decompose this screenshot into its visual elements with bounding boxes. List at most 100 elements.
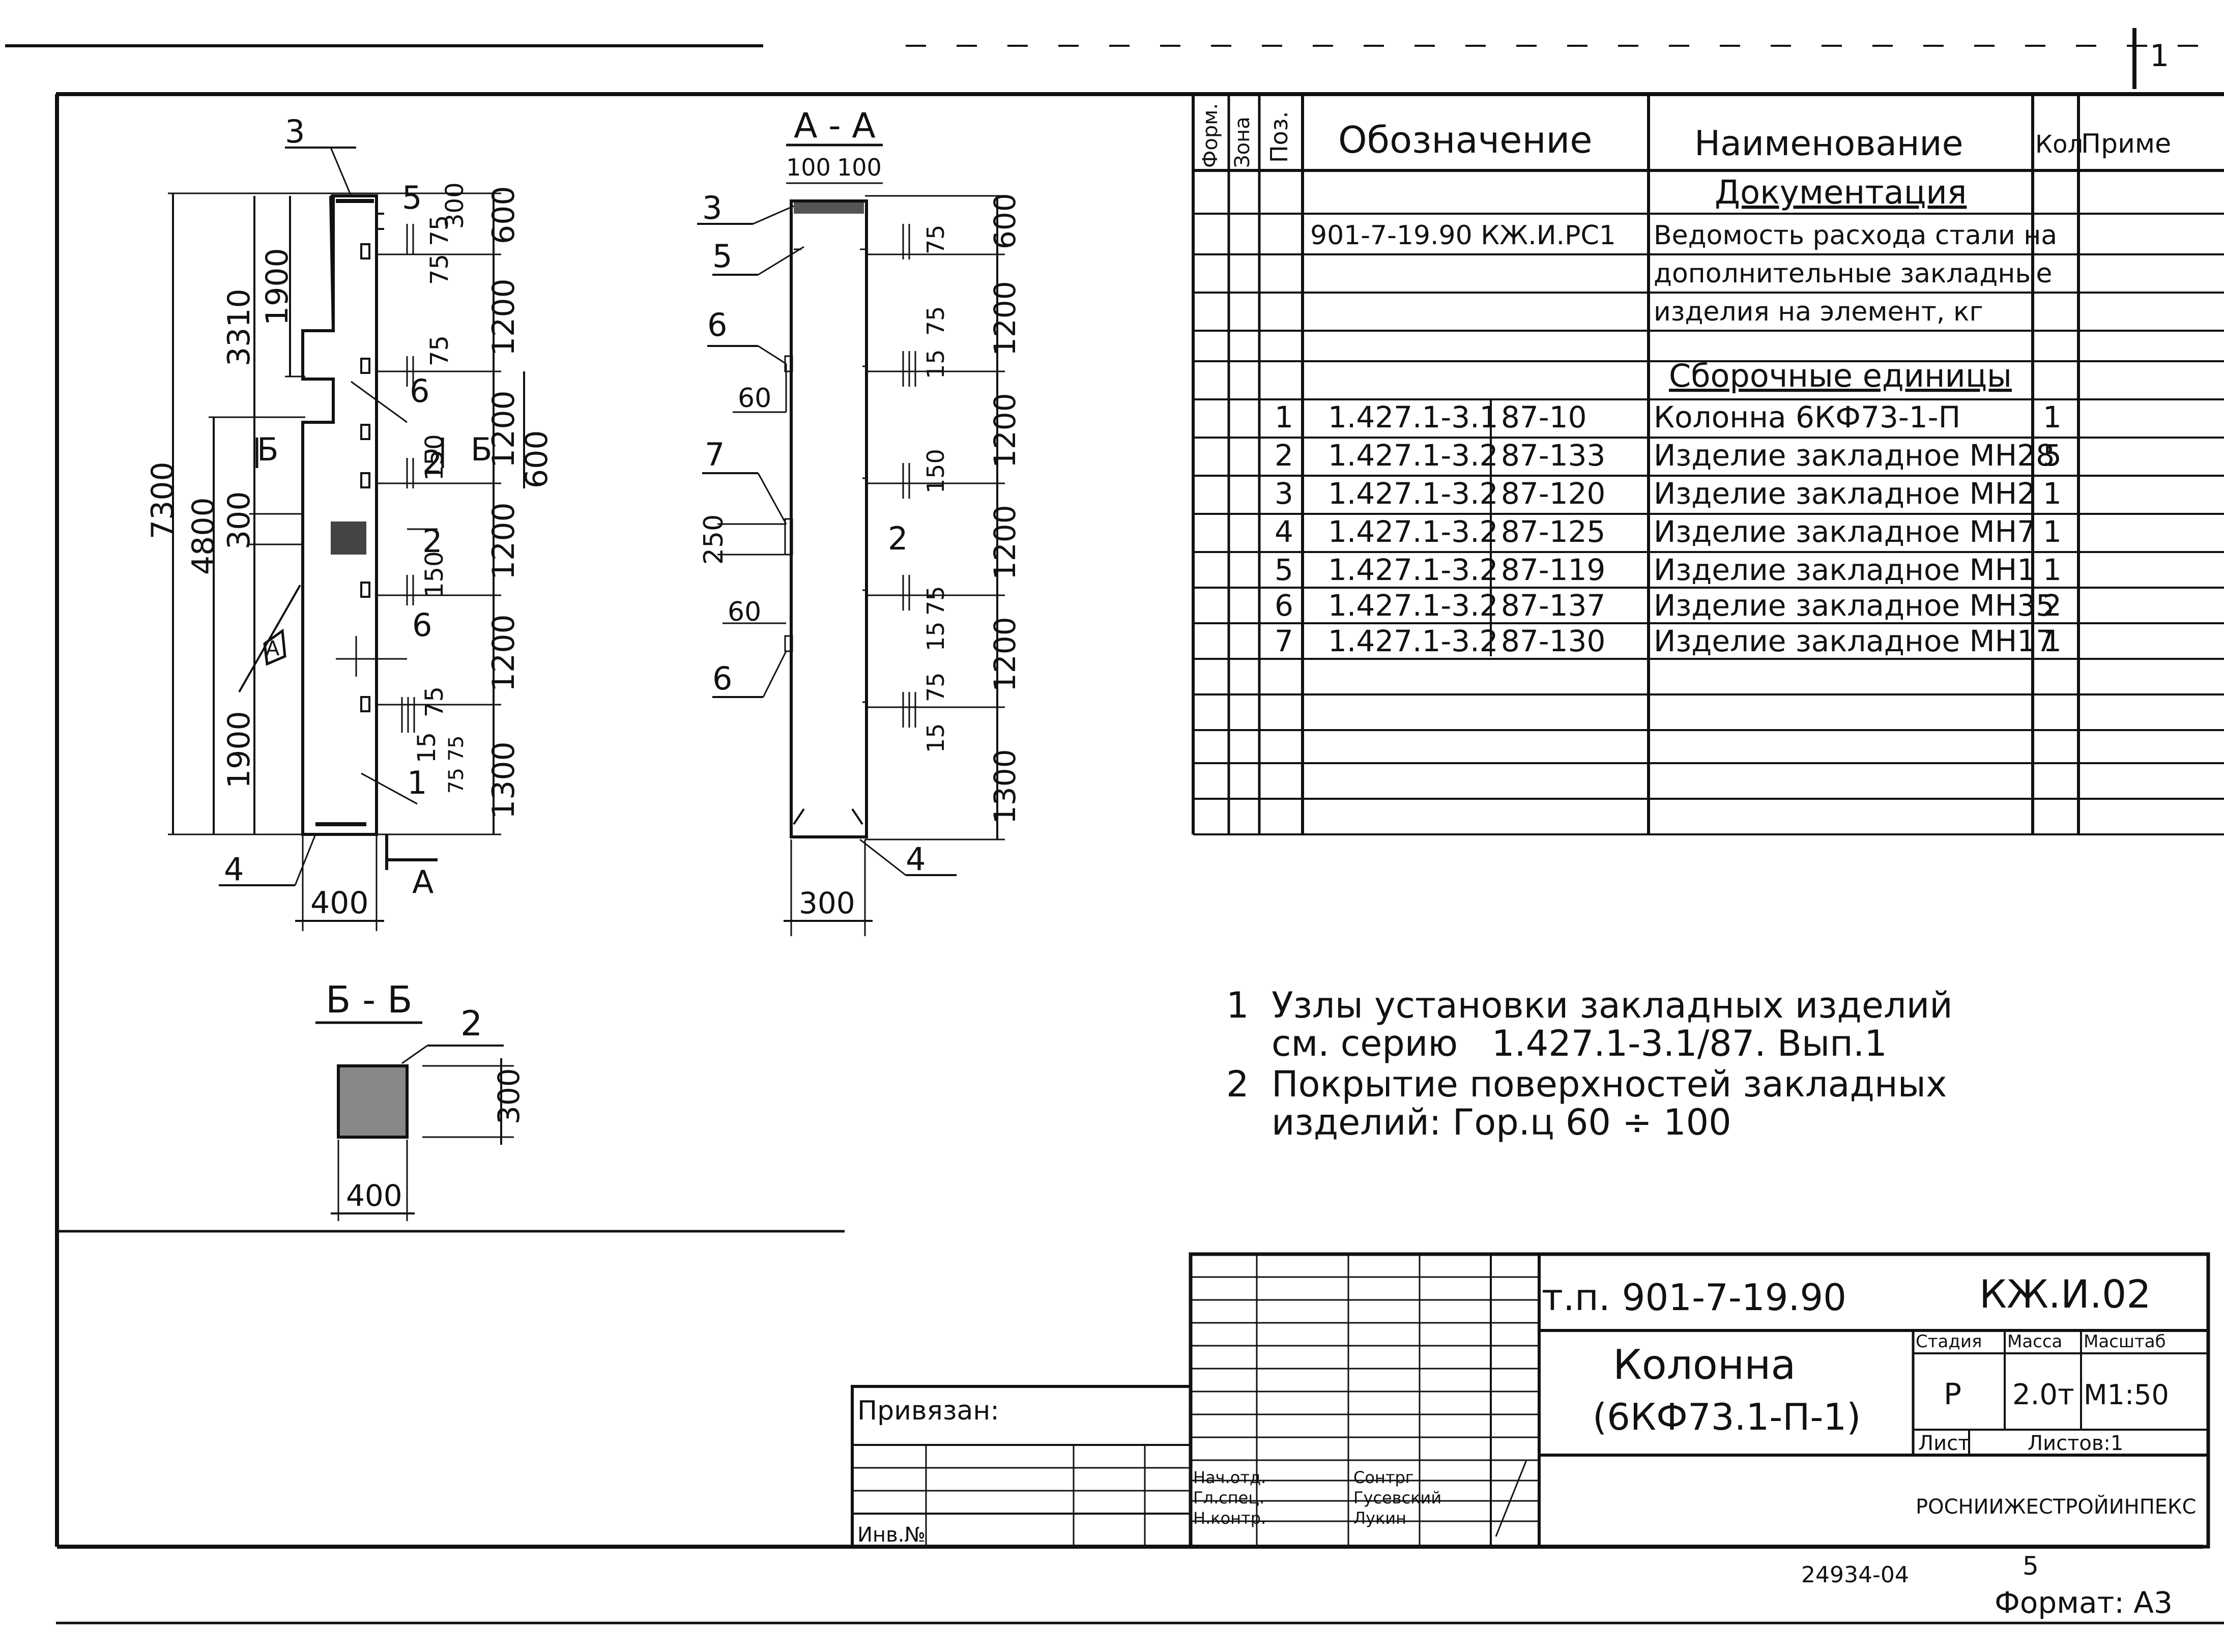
- spec-row-lines: [1193, 169, 2224, 835]
- row-issue: 87-130: [1501, 624, 1605, 658]
- row-qty: 1: [2043, 553, 2062, 587]
- aa-label-pos7: 7: [705, 436, 725, 473]
- row-series: 1.427.1-3.2: [1328, 476, 1498, 511]
- sign-line: Нач.отд.: [1193, 1468, 1266, 1487]
- spec-rows: 1 1.427.1-3.1 87-10 Колонна 6КФ73-1-П 1 …: [1275, 400, 2062, 658]
- note-line: изделий: Гор.ц 60 ÷ 100: [1226, 1102, 1731, 1143]
- dim-1300: 1300: [486, 741, 522, 819]
- row-series: 1.427.1-3.1: [1328, 400, 1498, 434]
- dim-aa-600: 600: [988, 193, 1022, 249]
- dim-aa-1200-1: 1200: [988, 281, 1022, 356]
- label-pos5: 5: [402, 179, 422, 216]
- dim-aa-75-3: 75: [922, 586, 949, 616]
- label-pos1: 1: [407, 764, 427, 801]
- dim-600-right: 600: [519, 430, 555, 488]
- row-issue: 87-125: [1501, 514, 1605, 549]
- header-format: Форм.: [1199, 103, 1222, 168]
- dim-150-b: 150: [420, 551, 449, 598]
- dim-4800: 4800: [186, 497, 221, 575]
- label-pos2b: 2: [422, 523, 442, 560]
- row-name: Изделие закладное МН1: [1654, 553, 2036, 587]
- sheet-label: Лист: [1918, 1432, 1970, 1455]
- header-zone: Зона: [1231, 117, 1254, 168]
- dim-aa-15-2: 15: [922, 621, 949, 651]
- sign-line: Гл.спец.: [1193, 1488, 1264, 1508]
- dim-75-75: 75 75: [425, 215, 454, 285]
- section-aa: А - А 100 100: [697, 106, 1022, 936]
- row-issue: 87-119: [1501, 553, 1605, 587]
- row-pos: 3: [1275, 476, 1293, 511]
- row-pos: 4: [1275, 514, 1293, 549]
- row-issue: 87-10: [1501, 400, 1587, 434]
- section-mark-b1: Б: [257, 431, 279, 468]
- aa-label-pos4: 4: [906, 841, 926, 878]
- row-issue: 87-133: [1501, 438, 1605, 473]
- dim-aa-15-1: 15: [922, 349, 949, 379]
- stage-header: Стадия: [1916, 1331, 1982, 1352]
- dim-300-top: 300: [441, 182, 469, 229]
- row-qty: 1: [2043, 514, 2062, 549]
- row-series: 1.427.1-3.2: [1328, 438, 1498, 473]
- main-view-labels: 3 5 6 6 1 4 2 2 Б Б А А: [224, 113, 493, 901]
- row-pos: 1: [1275, 400, 1293, 434]
- dim-600-top: 600: [486, 186, 522, 244]
- dim-300: 300: [221, 491, 257, 549]
- dim-aa-60a: 60: [738, 383, 771, 414]
- row-name: Изделие закладное МН28: [1654, 438, 2055, 473]
- scale-header: Масштаб: [2084, 1331, 2166, 1352]
- row-series: 1.427.1-3.2: [1328, 588, 1498, 623]
- title-grid-left: [1191, 1254, 1539, 1547]
- sign-line-2: Гусевский: [1353, 1488, 1441, 1508]
- aa-plates: [784, 248, 868, 825]
- dim-aa-100b: 100: [837, 154, 882, 181]
- section-bb-title: Б - Б: [326, 978, 413, 1021]
- tick-groups: [401, 224, 415, 733]
- section-assembly: Сборочные единицы: [1669, 357, 2012, 394]
- dim-1200-2: 1200: [486, 390, 522, 468]
- dim-aa-1200-4: 1200: [988, 617, 1022, 692]
- dim-aa-300: 300: [799, 886, 855, 920]
- header-note: Приме: [2081, 129, 2171, 159]
- mass-header: Масса: [2007, 1331, 2062, 1352]
- drawing-code: КЖ.И.02: [1979, 1271, 2151, 1317]
- section-mark-a-circle: А: [266, 637, 280, 660]
- doc-name-line2: дополнительные закладные: [1654, 258, 2052, 289]
- dim-bb-400: 400: [346, 1178, 402, 1213]
- project-number: т.п. 901-7-19.90: [1542, 1276, 1846, 1319]
- attached-label: Привязан:: [857, 1396, 999, 1426]
- dim-aa-75-1: 75: [922, 224, 949, 254]
- dim-75-pair: 75 75: [445, 735, 468, 794]
- dim-aa-1300: 1300: [988, 749, 1022, 824]
- dim-400: 400: [310, 885, 369, 921]
- dim-3310: 3310: [221, 288, 257, 366]
- row-pos: 5: [1275, 553, 1293, 587]
- notes: 1 Узлы установки закладных изделий см. с…: [1226, 984, 1953, 1143]
- dim-15: 15: [413, 732, 441, 763]
- scale-value: М1:50: [2084, 1379, 2169, 1411]
- row-series: 1.427.1-3.2: [1328, 624, 1498, 658]
- dim-150-a: 150: [420, 434, 449, 481]
- note-line: 2 Покрытие поверхностей закладных: [1226, 1063, 1947, 1105]
- label-pos3: 3: [285, 113, 305, 150]
- spec-table: Форм. Зона Поз. Обозначение Наименование…: [1192, 94, 2224, 835]
- dim-aa-150: 150: [922, 449, 949, 494]
- aa-tick-groups: [902, 224, 916, 728]
- sheet-number: 1: [2150, 38, 2169, 74]
- aa-label-pos3: 3: [702, 189, 722, 226]
- table-row: 4 1.427.1-3.2 87-125 Изделие закладное М…: [1275, 514, 2062, 549]
- section-a-arrow-label: А: [412, 863, 434, 901]
- dim-75-a: 75: [425, 335, 454, 366]
- dim-1900-top: 1900: [259, 248, 295, 326]
- row-issue: 87-120: [1501, 476, 1605, 511]
- dim-bb-300: 300: [492, 1068, 526, 1124]
- main-view-dimensions: 7300 4800 3310 1900 300 1900 400 600 120…: [145, 182, 555, 921]
- table-row: 2 1.427.1-3.2 87-133 Изделие закладное М…: [1275, 438, 2062, 473]
- drawing-title-line1: Колонна: [1613, 1341, 1796, 1388]
- row-qty: 5: [2043, 438, 2062, 473]
- header-designation: Обозначение: [1338, 119, 1593, 161]
- dim-aa-1200-2: 1200: [988, 393, 1022, 468]
- mass-value: 2.0т: [2012, 1378, 2074, 1411]
- section-mark-b2: Б: [471, 431, 493, 468]
- note-line: см. серию 1.427.1-3.1/87. Вып.1: [1226, 1023, 1887, 1064]
